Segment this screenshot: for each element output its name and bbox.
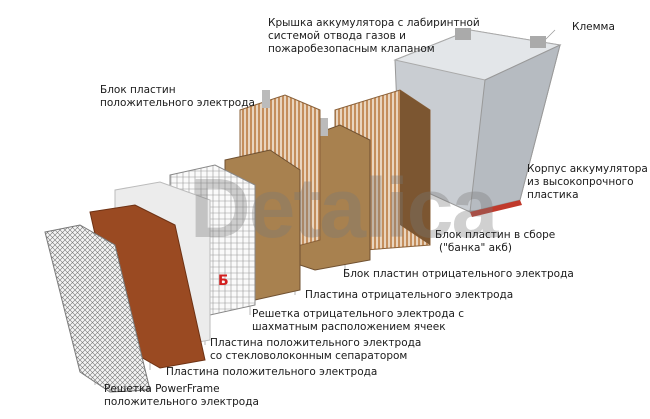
label-positive-block: Блок пластин положительного электрода (100, 84, 255, 110)
label-lid-line: Крышка аккумулятора с лабиринтной (268, 17, 480, 29)
label-line: шахматным расположением ячеек (252, 321, 446, 333)
label-lid-line: пожаробезопасным клапаном (268, 43, 435, 55)
label-line: пластика (527, 189, 579, 201)
label-line: Пластина положительного электрода (210, 337, 422, 349)
battery-case (393, 28, 562, 217)
label-line: из высокопрочного (527, 176, 634, 188)
label-negative-grid: Решетка отрицательного электрода с шахма… (252, 308, 464, 334)
terminal-icon (455, 28, 471, 40)
label-line: Блок пластин (100, 84, 176, 96)
label-line: Корпус аккумулятора (527, 163, 648, 175)
watermark-logo: Detalica (190, 161, 498, 255)
label-line: Решетка отрицательного электрода с (252, 308, 465, 320)
label-assembled-block: Блок пластин в сборе ("банка" акб) (435, 229, 555, 255)
label-case: Корпус аккумулятора из высокопрочного пл… (527, 163, 648, 202)
label-positive-plate-separator: Пластина положительного электрода со сте… (210, 337, 421, 363)
label-lid-line: системой отвода газов и (268, 30, 406, 42)
label-terminal: Клемма (572, 21, 615, 33)
label-line: Блок пластин в сборе (435, 229, 556, 241)
label-negative-plate: Пластина отрицательного электрода (305, 289, 514, 301)
label-line: ("банка" акб) (439, 242, 512, 254)
label-line: положительного электрода (100, 97, 255, 109)
label-line: положительного электрода (104, 396, 259, 408)
powerframe-grid (44, 224, 151, 393)
label-line: со стекловолоконным сепаратором (210, 350, 408, 362)
label-positive-plate: Пластина положительного электрода (166, 366, 378, 378)
label-line: Решетка PowerFrame (104, 383, 220, 395)
label-lid: Крышка аккумулятора с лабиринтной систем… (268, 17, 480, 56)
label-powerframe-grid: Решетка PowerFrame положительного электр… (104, 383, 259, 409)
label-negative-block: Блок пластин отрицательного электрода (343, 268, 574, 280)
b-marker: Б (218, 273, 229, 289)
